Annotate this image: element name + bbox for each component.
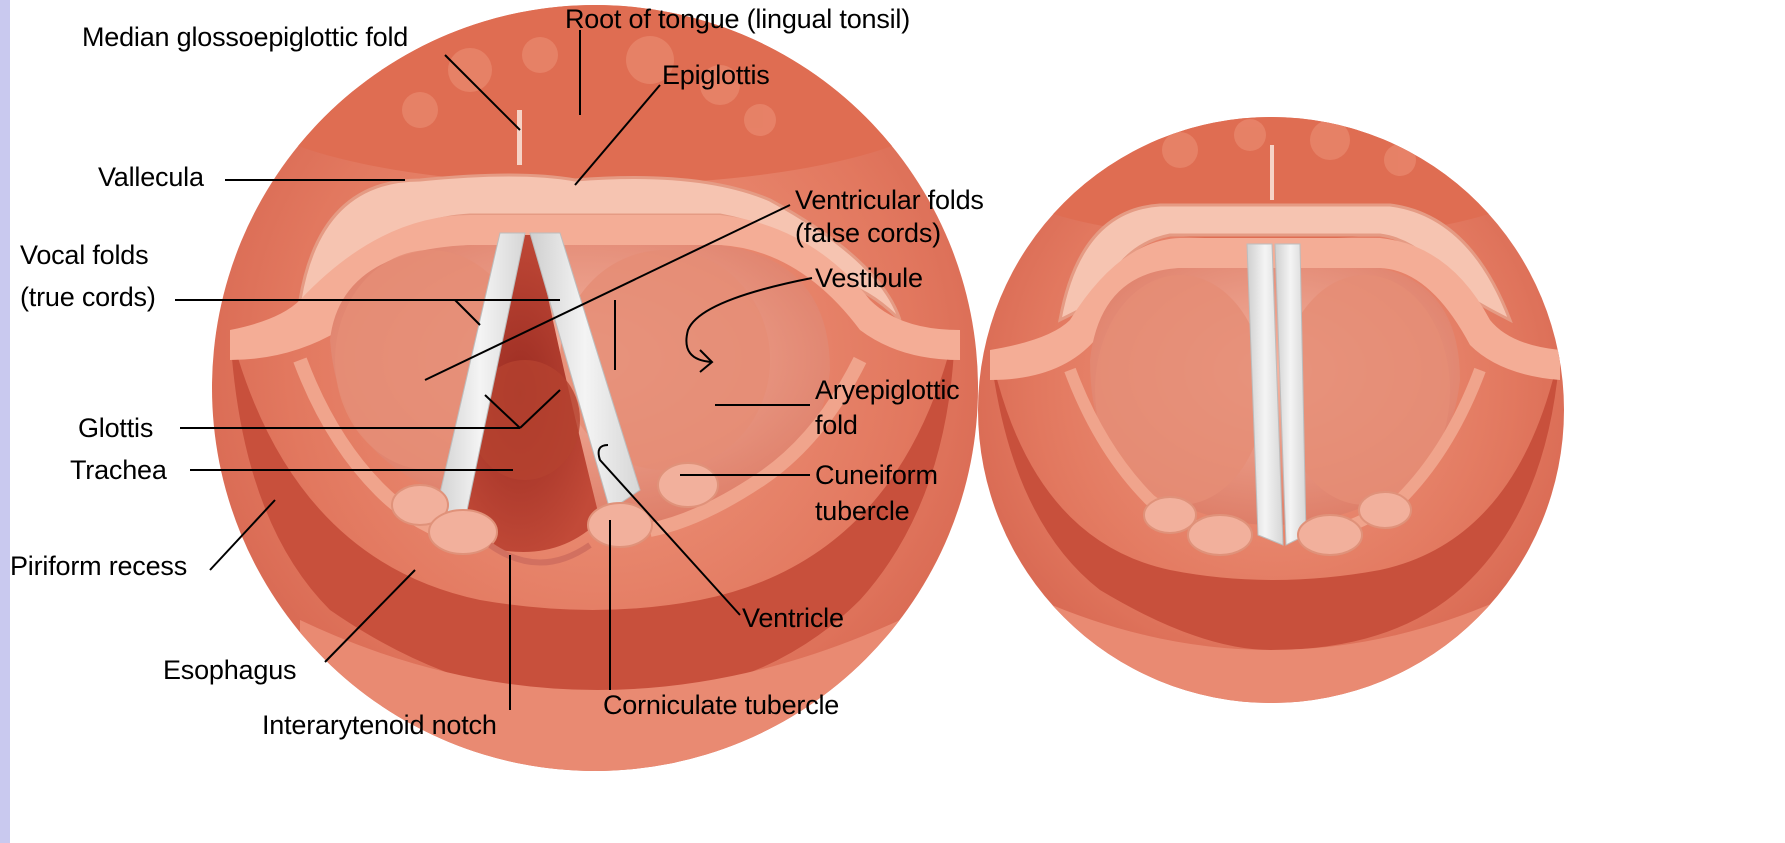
label-corniculate-tubercle: Corniculate tubercle: [603, 690, 839, 721]
label-glottis: Glottis: [78, 413, 153, 444]
label-trachea: Trachea: [70, 455, 167, 486]
label-interarytenoid-notch: Interarytenoid notch: [262, 710, 497, 741]
label-vocal-folds-line1: Vocal folds: [20, 240, 148, 271]
label-ventricular-folds-line2: (false cords): [795, 218, 941, 249]
label-cuneiform-line1: Cuneiform: [815, 460, 938, 491]
label-aryepiglottic-line2: fold: [815, 410, 858, 441]
label-vestibule: Vestibule: [815, 263, 923, 294]
label-piriform-recess: Piriform recess: [10, 551, 187, 582]
label-ventricle: Ventricle: [742, 603, 844, 634]
label-esophagus: Esophagus: [163, 655, 296, 686]
label-vallecula: Vallecula: [98, 162, 204, 193]
label-ventricular-folds-line1: Ventricular folds: [795, 185, 984, 216]
label-root-of-tongue: Root of tongue (lingual tonsil): [565, 4, 910, 35]
label-median-glossoepiglottic-fold: Median glossoepiglottic fold: [82, 22, 408, 53]
label-aryepiglottic-line1: Aryepiglottic: [815, 375, 959, 406]
label-epiglottis: Epiglottis: [662, 60, 770, 91]
label-vocal-folds-line2: (true cords): [20, 282, 156, 313]
label-cuneiform-line2: tubercle: [815, 496, 909, 527]
